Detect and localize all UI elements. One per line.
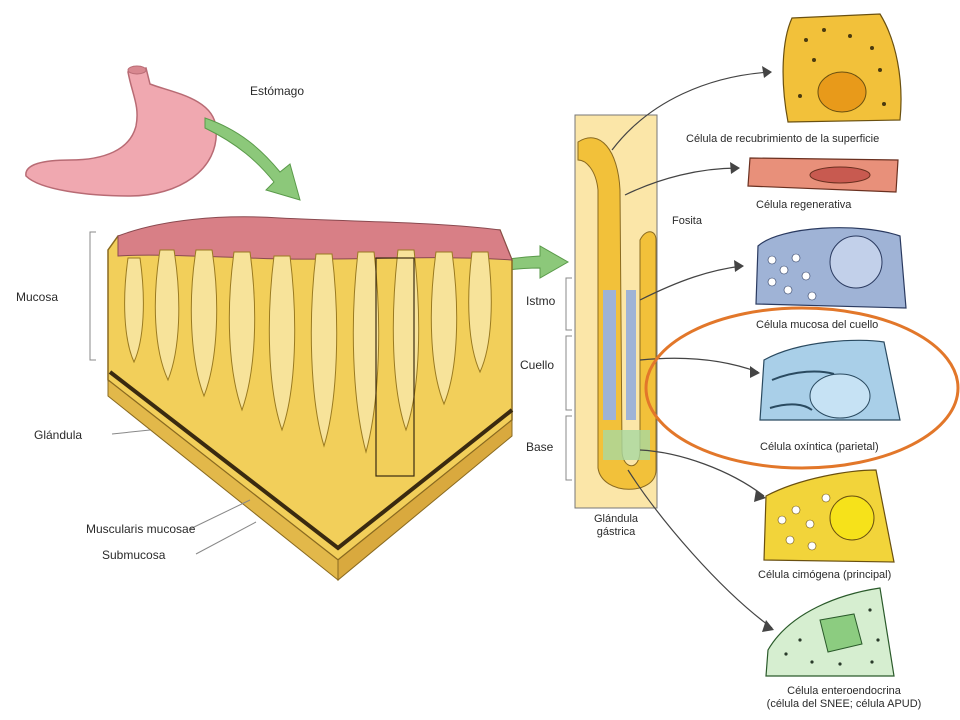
chief-cell <box>763 469 895 563</box>
regenerative-cell-label: Célula regenerativa <box>756 199 852 211</box>
gastric-gland-illustration <box>574 114 658 509</box>
mucosa-tissue-block <box>107 216 514 582</box>
arrow-to-regenerative-cell <box>624 167 739 196</box>
arrow-to-enteroendocrine-cell <box>627 469 773 629</box>
stomach-to-block-arrow <box>204 117 301 201</box>
surface-lining-cell <box>782 13 902 123</box>
enteroendocrine-cell <box>765 587 895 677</box>
arrow-to-surface-cell <box>611 71 771 151</box>
base-label: Base <box>526 440 554 454</box>
chief-cell-label: Célula cimógena (principal) <box>758 569 892 581</box>
arrow-to-parietal-cell <box>639 357 759 373</box>
neck-label: Cuello <box>520 358 555 372</box>
stomach-illustration <box>25 65 217 197</box>
submucosa-leader <box>195 521 257 555</box>
mucosa-label: Mucosa <box>16 290 59 304</box>
gland-region-bracket <box>565 277 572 481</box>
enteroendocrine-cell-label-line2: (célula del SNEE; célula APUD) <box>766 698 922 710</box>
parietal-cell <box>759 339 901 421</box>
enteroendocrine-cell-label-line1: Célula enteroendocrina <box>787 685 901 697</box>
submucosa-label: Submucosa <box>102 548 166 562</box>
arrow-to-neck-cell <box>639 265 743 301</box>
regenerative-cell <box>747 157 899 193</box>
pit-label: Fosita <box>672 215 702 227</box>
gastric-gland-label-line2: gástrica <box>596 526 636 538</box>
isthmus-label: Istmo <box>526 294 556 308</box>
mucous-neck-cell <box>755 227 907 309</box>
stomach-label: Estómago <box>250 84 305 98</box>
neck-cell-label: Célula mucosa del cuello <box>756 319 879 331</box>
gland-label: Glándula <box>34 428 83 442</box>
parietal-cell-label: Célula oxíntica (parietal) <box>760 441 879 453</box>
muscularis-label: Muscularis mucosae <box>86 522 196 536</box>
arrow-to-chief-cell <box>639 449 765 497</box>
muscularis-leader <box>189 499 251 530</box>
surface-cell-label: Célula de recubrimiento de la superficie <box>686 133 880 145</box>
gland-leader <box>111 429 151 435</box>
gastric-gland-label-line1: Glándula <box>593 513 639 525</box>
highlight-ellipse <box>644 306 960 470</box>
mucosa-bracket <box>89 231 96 361</box>
